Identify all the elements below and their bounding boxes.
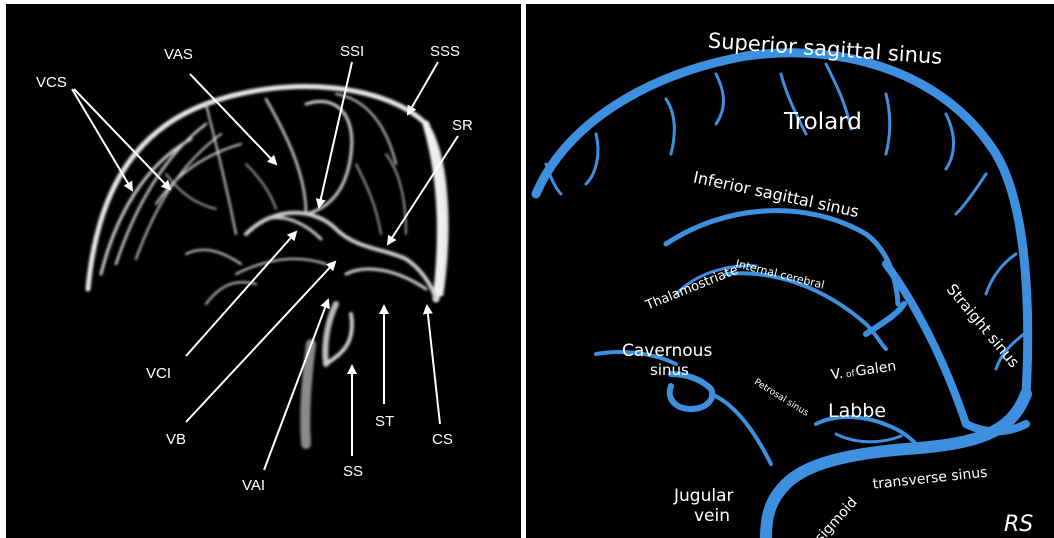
label-v-of-galen-v: V. [830,366,844,384]
label-sss: SSS [430,43,460,60]
label-cavernous-sinus: sinus [650,361,689,379]
sinus-schematic-panel: Superior sagittal sinus Trolard Inferior… [526,4,1054,538]
label-vas: VAS [164,46,193,63]
label-sr: SR [452,117,473,134]
label-vcs: VCS [36,74,67,91]
label-vein: vein [694,506,730,526]
label-cavernous: Cavernous [622,341,712,361]
label-ss: SS [343,463,363,480]
label-vb: VB [166,431,186,448]
angiogram-figure: VCS VAS SSI SSS SR VCI VB VAI SS ST CS [6,4,521,538]
label-cs: CS [432,431,453,448]
sinus-schematic: Superior sagittal sinus Trolard Inferior… [526,4,1054,538]
label-trolard: Trolard [783,109,862,135]
signature-rs: RS [1004,512,1033,537]
label-ssi: SSI [340,43,364,60]
angiogram-panel: VCS VAS SSI SSS SR VCI VB VAI SS ST CS [6,4,521,538]
label-st: ST [375,413,394,430]
label-vci: VCI [146,365,171,382]
label-labbe: Labbe [828,400,886,422]
label-vai: VAI [242,477,265,494]
label-jugular: Jugular [673,486,733,506]
